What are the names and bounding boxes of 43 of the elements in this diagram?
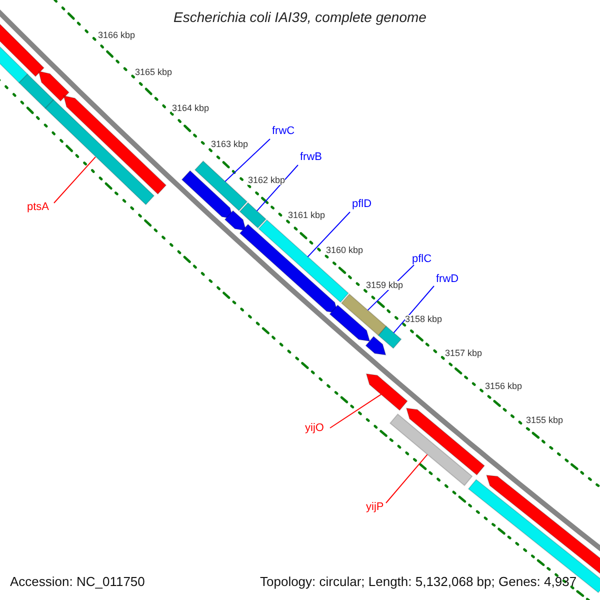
scale-label: 3155 kbp [526, 416, 564, 425]
gene-label: pflD [352, 199, 372, 210]
gene-feature-bar [366, 373, 408, 411]
leader-line [54, 156, 96, 204]
accession-text: Accession: NC_011750 [10, 575, 145, 588]
diagram-title: Escherichia coli IAI39, complete genome [172, 10, 428, 24]
scale-label: 3163 kbp [211, 140, 248, 149]
leader-line [256, 164, 298, 212]
leader-line [386, 454, 428, 504]
gene-feature-bar [258, 219, 350, 303]
scale-label: 3164 kbp [172, 104, 210, 113]
gene-feature-bar [18, 74, 54, 110]
scale-label: 3158 kbp [405, 315, 442, 324]
gene-label: yijP [366, 502, 384, 513]
gene-feature-bar [194, 160, 248, 212]
scale-label: 3162 kbp [248, 176, 286, 185]
gene-feature-bar [406, 408, 486, 476]
leader-line [224, 138, 270, 182]
scale-label: 3157 kbp [445, 349, 482, 358]
gene-label: pflC [412, 254, 432, 265]
gene-label: frwD [436, 274, 459, 285]
gene-label: yijO [305, 423, 324, 434]
leader-line [393, 286, 434, 334]
scale-label: 3165 kbp [135, 68, 172, 77]
gene-feature-bar [389, 413, 473, 486]
scale-label: 3161 kbp [288, 211, 326, 220]
gene-label: frwC [272, 126, 295, 137]
gene-label: ptsA [27, 202, 50, 213]
leader-line [330, 394, 382, 428]
scale-label: 3159 kbp [366, 281, 404, 290]
scale-label: 3166 kbp [98, 31, 136, 40]
scale-label: 3160 kbp [326, 246, 364, 255]
gene-feature-bar [340, 293, 387, 336]
gene-feature-bar [329, 304, 370, 342]
scale-label: 3156 kbp [485, 382, 522, 391]
gene-feature-bar [378, 326, 402, 349]
gene-label: frwB [300, 152, 322, 163]
gene-feature-bar [38, 70, 70, 102]
leader-line [307, 212, 350, 258]
genome-summary-text: Topology: circular; Length: 5,132,068 bp; Genes: 4,937 [260, 575, 577, 588]
gene-feature-bar [63, 95, 167, 195]
gene-feature-bar [181, 170, 234, 220]
gene-feature-bar [239, 202, 267, 229]
